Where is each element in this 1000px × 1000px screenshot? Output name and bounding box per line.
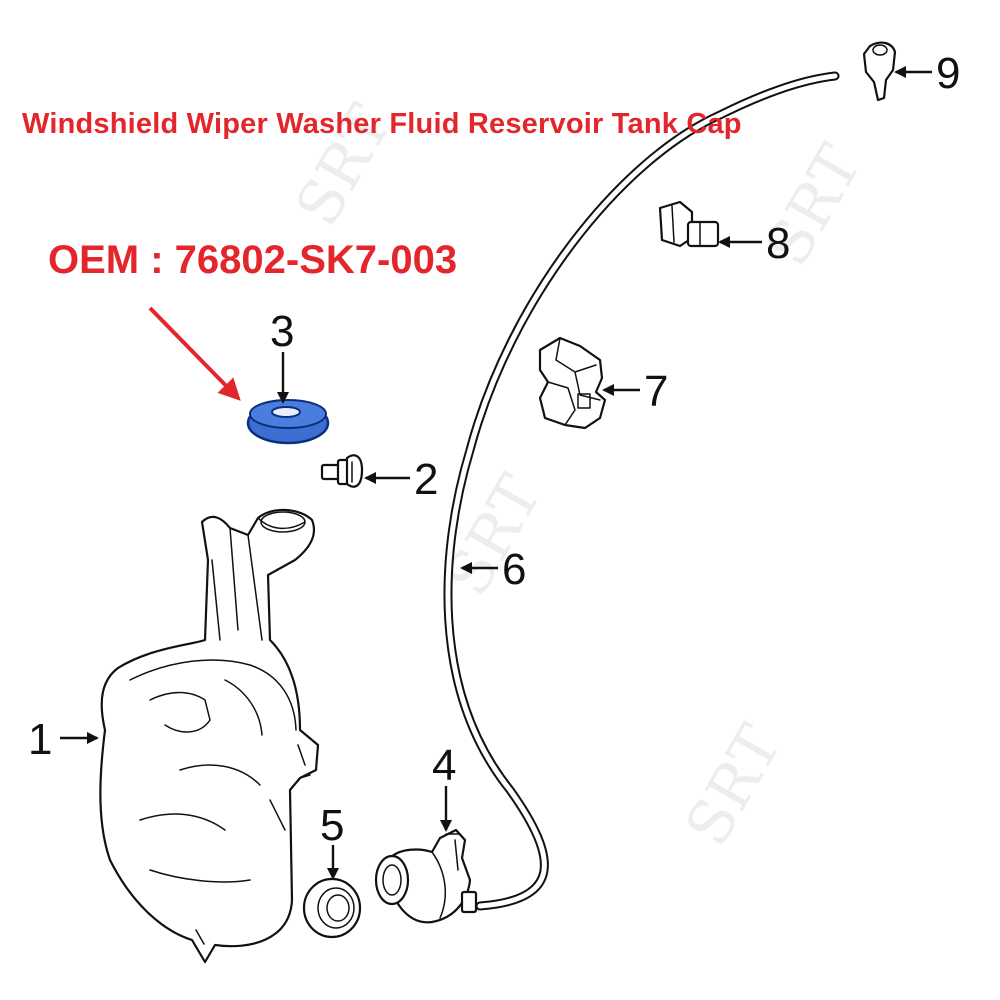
callout-numbers: 1 2 3 4 5 6 7 8 9	[28, 49, 960, 850]
callout-arrows	[60, 66, 932, 880]
callout-7: 7	[644, 367, 668, 416]
callout-1: 1	[28, 715, 52, 764]
pump-grommet	[302, 877, 362, 939]
callout-4: 4	[432, 741, 456, 790]
reservoir-tank-cap	[246, 399, 330, 445]
oem-part-number: OEM : 76802-SK7-003	[48, 238, 458, 282]
washer-pump	[374, 828, 478, 924]
svg-text:SRT: SRT	[672, 714, 795, 857]
connector-clip	[320, 454, 364, 488]
product-title: Windshield Wiper Washer Fluid Reservoir …	[22, 108, 742, 140]
callout-9: 9	[936, 49, 960, 98]
hose-bracket	[538, 336, 607, 430]
callout-5: 5	[320, 801, 344, 850]
callout-6: 6	[502, 545, 526, 594]
pointer-arrow	[148, 306, 241, 401]
reservoir-tank	[99, 508, 320, 964]
washer-hose	[443, 71, 840, 911]
callout-3: 3	[270, 307, 294, 356]
hose-connector	[658, 200, 720, 248]
callout-8: 8	[766, 219, 790, 268]
callout-2: 2	[414, 455, 438, 504]
washer-nozzle	[862, 41, 897, 102]
